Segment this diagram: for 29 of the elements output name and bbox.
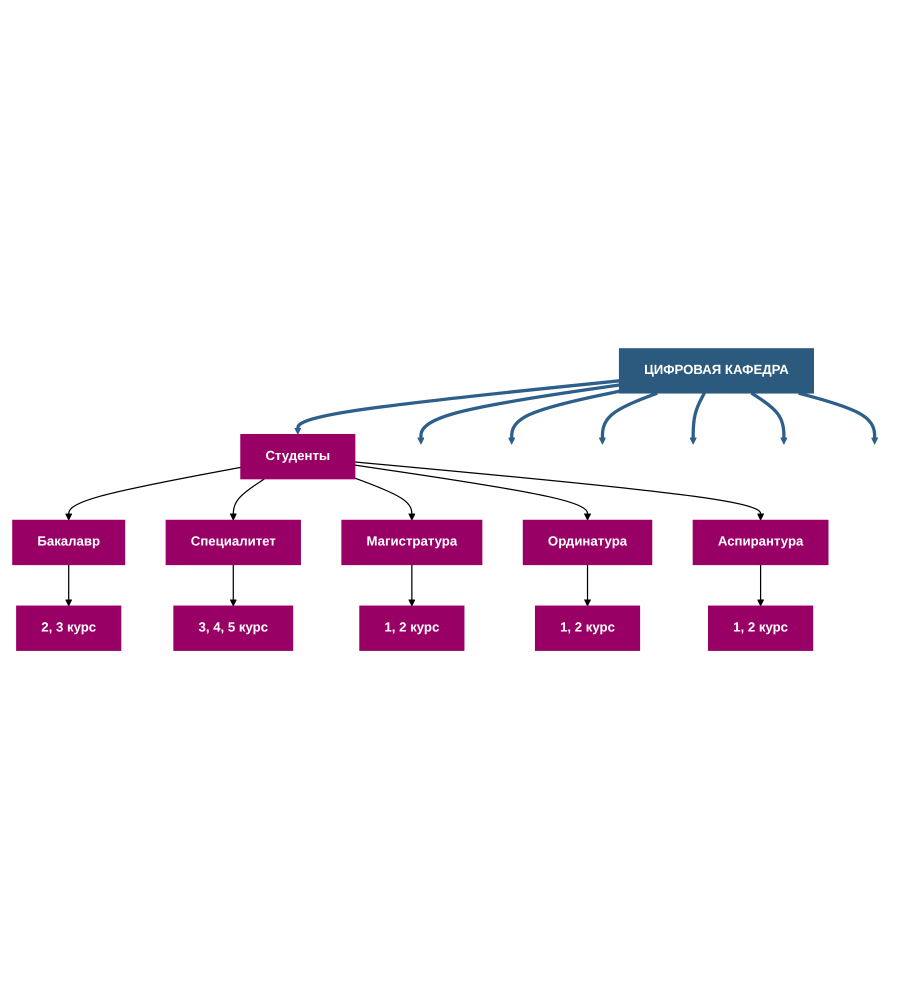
arrow: [64, 466, 240, 520]
process-box: 1, 2 курс: [708, 606, 813, 651]
process-box: Ординатура: [522, 520, 652, 566]
process-box: Бакалавр: [12, 520, 125, 566]
arrow: [229, 478, 264, 520]
process-box: ЦИФРОВАЯ КАФЕДРА: [618, 348, 814, 394]
arrow: [508, 390, 620, 445]
arrow: [229, 564, 236, 606]
arrow: [408, 564, 415, 606]
process-box: 3, 4, 5 курс: [172, 606, 293, 651]
arrow: [354, 464, 591, 520]
process-box: Магистратура: [340, 520, 482, 566]
arrow: [354, 461, 764, 520]
process-box: 2, 3 курс: [16, 606, 121, 651]
arrow: [294, 379, 619, 435]
arrow: [64, 564, 72, 606]
arrow: [583, 564, 591, 606]
arrow: [354, 478, 415, 520]
arrow: [598, 392, 658, 445]
process-box: 1, 2 курс: [358, 606, 464, 651]
arrow: [756, 564, 764, 606]
arrow: [689, 392, 706, 445]
process-box: Специалитет: [165, 520, 300, 566]
arrow: [750, 392, 788, 445]
arrow: [798, 391, 878, 445]
arrow: [416, 383, 620, 445]
process-box: 1, 2 курс: [534, 606, 640, 651]
process-box: Аспирантура: [692, 520, 828, 566]
process-box: Студенты: [240, 434, 355, 480]
